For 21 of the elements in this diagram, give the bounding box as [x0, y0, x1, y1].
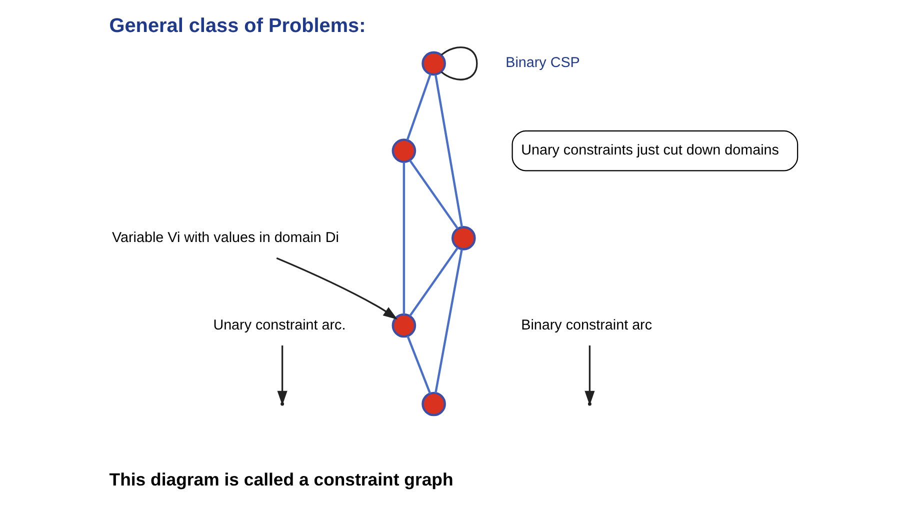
node-circle: [422, 51, 446, 76]
diagram-title: General class of Problems:: [109, 14, 366, 37]
connector: [440, 46, 478, 80]
connector: [408, 160, 459, 230]
node-circle: [392, 138, 416, 163]
connector: [434, 249, 463, 394]
connector: [406, 74, 432, 140]
connector: [406, 336, 432, 394]
node-circle: [422, 392, 446, 416]
node-text: Binary constraint arc: [521, 317, 652, 334]
arrow: [276, 257, 398, 320]
connector: [434, 74, 463, 228]
node-circle: [392, 313, 416, 338]
caption: This diagram is called a constraint graph: [109, 470, 454, 490]
label: Binary CSP: [506, 55, 580, 72]
node-circle: [452, 226, 476, 250]
node-text: Unary constraint arc.: [213, 317, 346, 334]
label: Unary constraints just cut down domains: [521, 142, 779, 159]
connector: [408, 247, 459, 317]
node-text: Variable Vi with values in domain Di: [112, 230, 339, 246]
connector: [402, 162, 406, 314]
